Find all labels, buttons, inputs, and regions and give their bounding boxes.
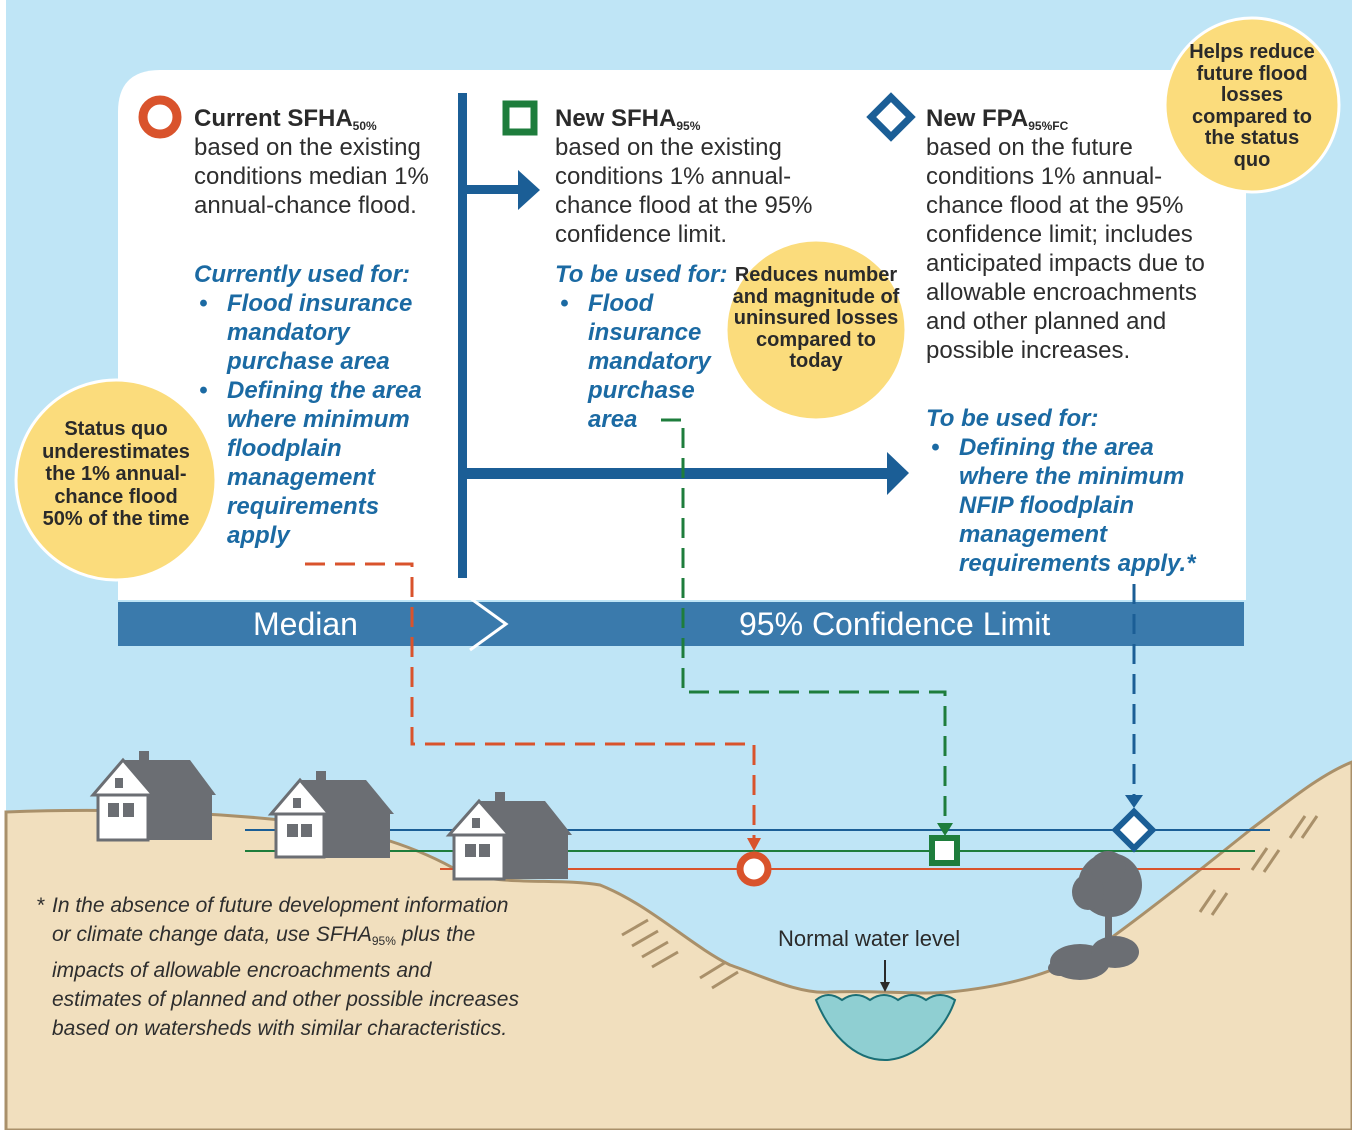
- new-fpa-uses: Defining the area where the minimum NFIP…: [926, 433, 1216, 578]
- footnote-asterisk: *: [36, 894, 45, 917]
- footnote-text-2: plus the impacts of allowable encroachme…: [52, 923, 519, 1040]
- new-sfha-connector-arrowhead: [937, 823, 953, 836]
- footnote-text-1: In the absence of future development inf…: [52, 894, 509, 946]
- new-sfha-level-marker: [929, 835, 960, 866]
- house-1: [89, 751, 216, 842]
- river-water: [814, 994, 957, 1062]
- new-fpa-level-marker: [1111, 807, 1157, 853]
- current-sfha-connector-arrowhead: [747, 838, 761, 851]
- house-3: [445, 792, 572, 881]
- list-item: Defining the area where minimum floodpla…: [194, 376, 426, 550]
- current-sfha-used-heading: Currently used for:: [194, 261, 411, 288]
- new-fpa-used-heading: To be used for:: [926, 405, 1099, 432]
- helps-reduce-text: Helps reduce future flood losses compare…: [1189, 41, 1315, 171]
- current-sfha-uses: Flood insurance mandatory purchase area …: [194, 289, 426, 550]
- list-item: Defining the area where the minimum NFIP…: [926, 433, 1216, 578]
- new-fpa-description: based on the future conditions 1% annual…: [926, 134, 1205, 364]
- reduces-losses-text: Reduces number and magnitude of uninsure…: [732, 264, 900, 372]
- trees: [1048, 851, 1142, 980]
- arrow-to-new-sfha-head: [518, 170, 540, 210]
- new-fpa-subscript: 95%FC: [1028, 119, 1069, 133]
- footnote-subscript: 95%: [371, 934, 396, 948]
- current-sfha-title-text: Current SFHA: [194, 105, 353, 132]
- current-sfha-connector: [305, 562, 756, 838]
- arrow-to-new-sfha-shaft: [466, 185, 521, 194]
- new-sfha-used-heading: To be used for:: [555, 261, 728, 288]
- right-bank-hatching: [1198, 815, 1319, 916]
- confidence-limit-label: 95% Confidence Limit: [739, 606, 1051, 642]
- normal-water-level-label: Normal water level: [778, 926, 961, 951]
- list-item: Flood insurance mandatory purchase area: [555, 289, 730, 434]
- new-sfha-description: based on the existing conditions 1% annu…: [555, 134, 813, 248]
- current-sfha-level-marker: [736, 851, 772, 887]
- arrow-to-new-fpa-shaft: [466, 468, 891, 479]
- band-chevron: [469, 596, 509, 652]
- new-fpa-connector-arrowhead: [1125, 795, 1143, 808]
- new-sfha-title: New SFHA95%: [555, 104, 700, 141]
- new-sfha-uses: Flood insurance mandatory purchase area: [555, 289, 730, 434]
- list-item: Flood insurance mandatory purchase area: [194, 289, 426, 376]
- circle-icon: [138, 95, 182, 139]
- helps-reduce-bubble: [1163, 16, 1341, 194]
- new-sfha-title-text: New SFHA: [555, 105, 677, 132]
- left-bank-hatching: [621, 918, 739, 990]
- new-fpa-title: New FPA95%FC: [926, 104, 1068, 141]
- new-sfha-subscript: 95%: [676, 119, 701, 133]
- status-quo-text: Status quo underestimates the 1% annual-…: [42, 418, 190, 530]
- current-sfha-title: Current SFHA50%: [194, 104, 377, 141]
- current-sfha-subscript: 50%: [352, 119, 377, 133]
- timeline-bar: [458, 93, 467, 578]
- water-level-pointer-head: [880, 982, 890, 992]
- diamond-icon: [866, 92, 916, 142]
- new-fpa-title-text: New FPA: [926, 105, 1029, 132]
- median-label: Median: [253, 606, 358, 642]
- footnote: In the absence of future development inf…: [52, 891, 522, 1043]
- square-icon: [502, 100, 538, 136]
- arrow-to-new-fpa-head: [887, 452, 909, 495]
- confidence-band: [118, 602, 1244, 646]
- house-2: [267, 771, 394, 859]
- current-sfha-description: based on the existing conditions median …: [194, 134, 429, 219]
